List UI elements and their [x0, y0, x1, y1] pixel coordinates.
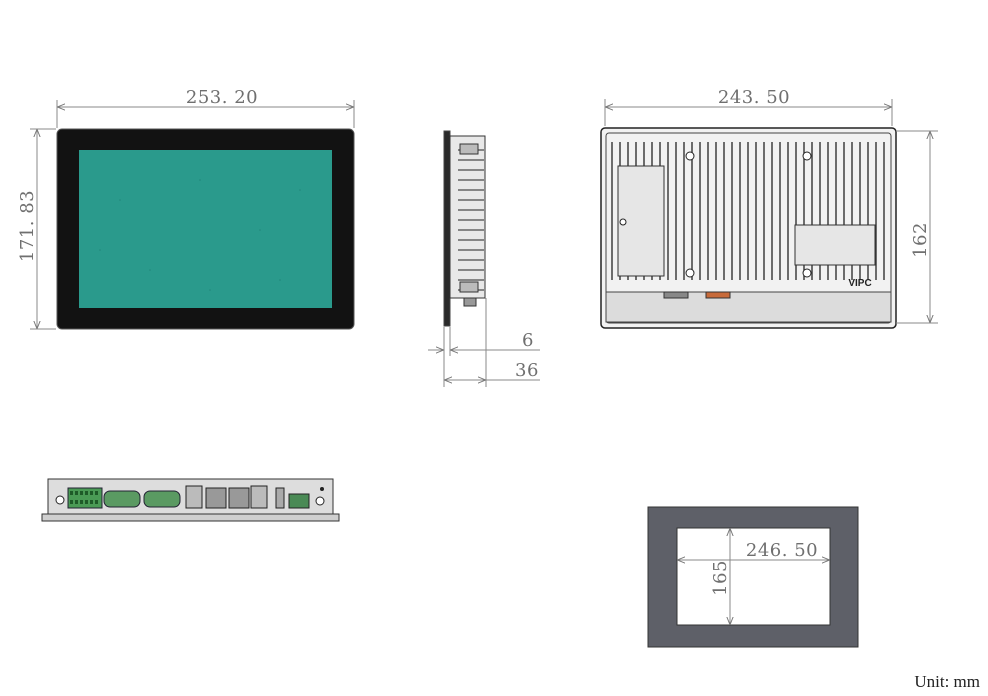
rear-height-label: 162	[910, 222, 931, 258]
unit-label: Unit: mm	[914, 672, 980, 691]
side-depth-label: 36	[515, 360, 539, 381]
panel-cutout: 246. 50 165	[647, 506, 859, 648]
bottom-view	[41, 478, 340, 522]
side-view: 6 36	[428, 130, 540, 387]
front-width-label: 253. 20	[186, 87, 258, 108]
front-height-label: 171. 83	[17, 190, 38, 262]
cutout-width-label: 246. 50	[746, 540, 818, 561]
side-bezel-label: 6	[522, 330, 534, 351]
rear-view: VIPC 243. 50 162	[600, 87, 938, 329]
rear-width-label: 243. 50	[718, 87, 790, 108]
cutout-opening	[676, 527, 831, 626]
rear-logo: VIPC	[848, 278, 871, 289]
front-screen	[79, 150, 332, 308]
front-view: 253. 20 171. 83	[17, 87, 355, 330]
cutout-height-label: 165	[710, 560, 731, 596]
